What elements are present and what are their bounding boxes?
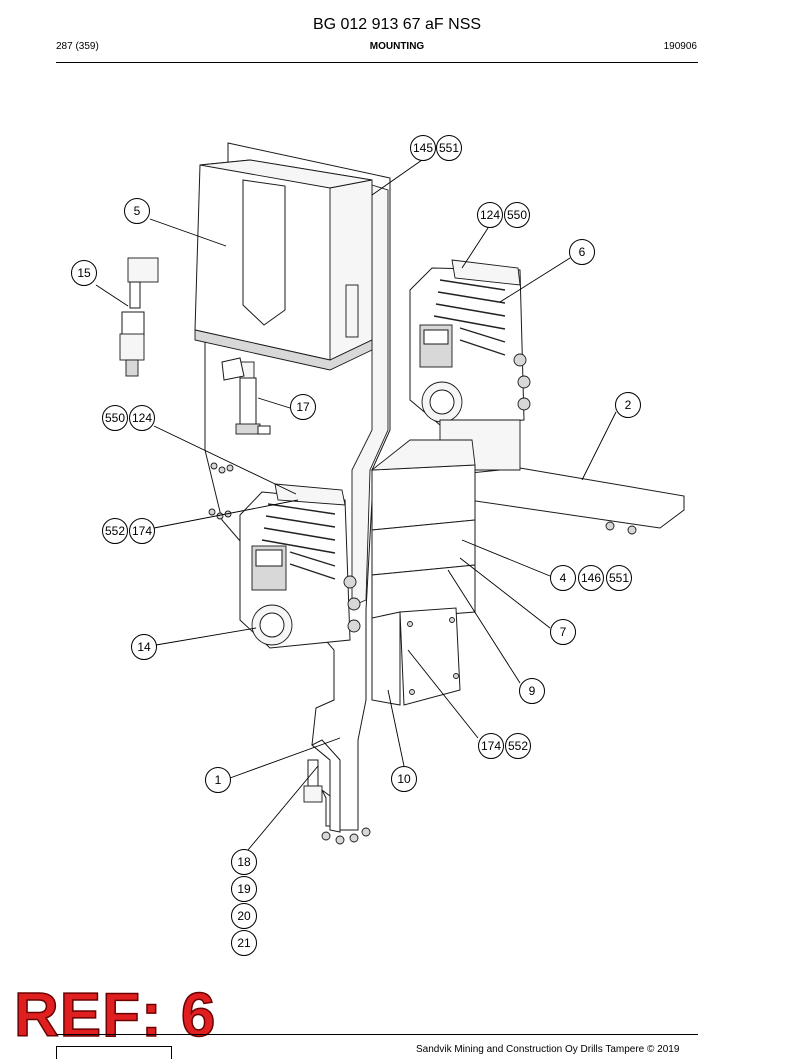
svg-text:19: 19 [237,882,251,896]
svg-text:550: 550 [507,208,527,222]
upper-drive-unit [409,259,531,426]
balloon-21: 21 [231,930,257,956]
svg-text:20: 20 [237,909,251,923]
svg-text:9: 9 [529,684,536,698]
header-rule [56,62,698,63]
balloon-550: 550 [504,202,530,228]
balloon-124: 124 [477,202,503,228]
svg-text:552: 552 [508,739,528,753]
balloon-7: 7 [550,619,576,645]
balloon-2: 2 [615,392,641,418]
electrical-cover-box [194,159,373,393]
balloon-174-right: 174 [478,733,504,759]
balloon-552-right: 552 [505,733,531,759]
balloon-145: 145 [410,135,436,161]
balloon-19: 19 [231,876,257,902]
svg-text:14: 14 [137,640,151,654]
balloon-15: 15 [71,260,97,286]
balloon-551: 551 [436,135,462,161]
hose-assembly [235,377,271,435]
page-number: 287 (359) [56,41,99,52]
balloon-146: 146 [578,565,604,591]
stacked-covers [370,439,476,621]
balloon-17: 17 [290,394,316,420]
document-title: BG 012 913 67 aF NSS [312,16,482,33]
ref-stamp: REF: 6 [13,981,217,1050]
section-title: MOUNTING [369,41,425,52]
balloon-10: 10 [391,766,417,792]
balloon-550-left: 550 [102,405,128,431]
svg-text:174: 174 [481,739,501,753]
svg-text:124: 124 [480,208,500,222]
svg-text:145: 145 [413,141,433,155]
svg-text:5: 5 [134,204,141,218]
balloon-20: 20 [231,903,257,929]
svg-text:6: 6 [579,245,586,259]
svg-text:15: 15 [77,266,91,280]
svg-text:146: 146 [581,571,601,585]
valve-assembly [119,257,159,377]
footer-rule [56,1034,698,1035]
svg-text:552: 552 [105,524,125,538]
svg-text:551: 551 [439,141,459,155]
svg-text:21: 21 [237,936,251,950]
balloon-18: 18 [231,849,257,875]
balloon-174: 174 [129,518,155,544]
svg-text:551: 551 [609,571,629,585]
svg-text:10: 10 [397,772,411,786]
junction-box [371,607,461,706]
svg-text:174: 174 [132,524,152,538]
footer-copyright: Sandvik Mining and Construction Oy Drill… [416,1044,680,1055]
balloon-551-right: 551 [606,565,632,591]
balloon-1: 1 [205,767,231,793]
balloon-14: 14 [131,634,157,660]
svg-text:17: 17 [296,400,310,414]
leader-lines [95,159,617,851]
balloon-124-left: 124 [129,405,155,431]
balloon-5: 5 [124,198,150,224]
lower-drive-unit [239,483,361,649]
balloon-9: 9 [519,678,545,704]
balloon-4: 4 [550,565,576,591]
svg-text:124: 124 [132,411,152,425]
balloon-6: 6 [569,239,595,265]
svg-text:2: 2 [625,398,632,412]
svg-text:7: 7 [560,625,567,639]
balloon-552: 552 [102,518,128,544]
svg-text:4: 4 [560,571,567,585]
ball-valve-fittings [303,759,371,845]
svg-text:550: 550 [105,411,125,425]
svg-text:18: 18 [237,855,251,869]
document-date: 190906 [663,41,697,52]
svg-text:1: 1 [215,773,222,787]
